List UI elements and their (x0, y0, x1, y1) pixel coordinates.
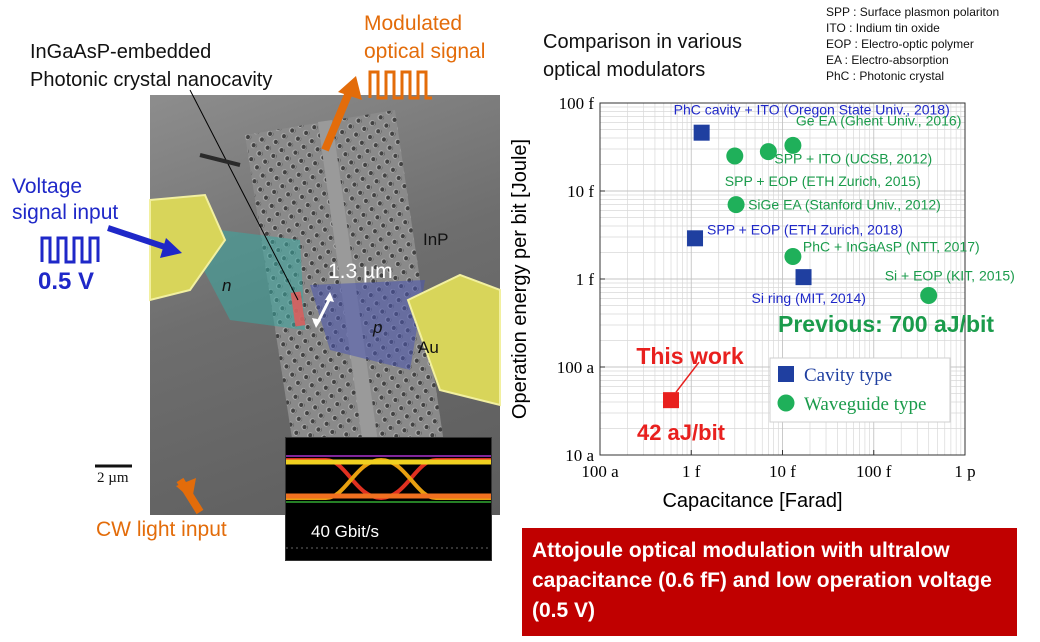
waveguide-marker (784, 248, 802, 266)
au-label: Au (418, 338, 439, 357)
eye-rate-label: 40 Gbit/s (311, 522, 380, 541)
point-label: PhC + InGaAsP (NTT, 2017) (803, 239, 980, 255)
x-tick-label: 100 a (581, 462, 619, 481)
voltage-line2: signal input (12, 201, 119, 224)
modulated-arrow (321, 88, 354, 152)
cavity-marker (687, 230, 704, 247)
summary-banner: Attojoule optical modulation with ultral… (522, 528, 1017, 636)
modulated-pulse-icon (368, 70, 432, 100)
abbr-item: EA : Electro-absorption (826, 53, 949, 67)
x-tick-label: 1 f (682, 462, 701, 481)
abbreviation-list: SPP : Surface plasmon polariton ITO : In… (826, 4, 999, 84)
inp-label: InP (423, 230, 449, 249)
waveguide-marker (726, 147, 744, 165)
y-tick-label: 100 a (557, 358, 595, 377)
length-arrow (316, 297, 332, 323)
device-title-line2: Photonic crystal nanocavity (30, 69, 273, 91)
title-pointer (189, 89, 299, 301)
previous-label: Previous: 700 aJ/bit (778, 311, 994, 337)
legend-box (769, 357, 951, 423)
abbr-item: ITO : Indium tin oxide (826, 21, 940, 35)
n-label: n (222, 276, 232, 295)
voltage-label: Voltage signal input (12, 174, 118, 226)
x-axis-label: Capacitance [Farad] (662, 490, 842, 512)
waveguide-marker (759, 143, 777, 161)
modulated-line1: Modulated (364, 12, 463, 35)
device-title: InGaAsP-embedded Photonic crystal nanoca… (30, 38, 272, 94)
x-tick-label: 1 p (954, 462, 975, 481)
y-tick-label: 1 f (576, 270, 595, 289)
abbr-item: EOP : Electro-optic polymer (826, 37, 974, 51)
abbr-item: PhC : Photonic crystal (826, 69, 945, 83)
cavity-marker (795, 269, 812, 286)
legend-cavity-marker (778, 366, 794, 382)
p-label: p (373, 318, 383, 337)
x-tick-label: 100 f (856, 462, 892, 481)
point-label: SPP + EOP (ETH Zurich, 2018) (707, 221, 903, 237)
modulated-line2: optical signal (364, 40, 486, 63)
length-label: 1.3 µm (328, 260, 393, 283)
chart-title: Comparison in various optical modulators (543, 31, 742, 81)
p-region (310, 280, 425, 370)
point-label: Si + EOP (KIT, 2015) (885, 267, 1015, 283)
device-title-line1: InGaAsP-embedded (30, 41, 212, 63)
this-work-pointer (675, 361, 700, 393)
y-tick-label: 10 f (567, 182, 594, 201)
nanocavity (290, 291, 306, 327)
eye-diagram-traces (286, 455, 491, 549)
point-label: PhC cavity + ITO (Oregon State Univ., 20… (674, 102, 950, 118)
this-work-marker (663, 392, 680, 409)
abbr-item: SPP : Surface plasmon polariton (826, 5, 1000, 19)
cavity-marker (693, 124, 710, 141)
cw-label: CW light input (96, 518, 227, 541)
voltage-value: 0.5 V (38, 268, 95, 295)
legend-waveguide-marker (777, 394, 795, 412)
voltage-arrow (107, 225, 169, 251)
point-label: SPP + EOP (ETH Zurich, 2015) (725, 173, 921, 189)
waveguide-marker (784, 136, 802, 154)
eye-diagram: 40 Gbit/s (285, 437, 492, 561)
modulated-label: Modulated optical signal (364, 10, 485, 66)
point-label: SPP + ITO (UCSB, 2012) (774, 151, 932, 167)
point-label: Si ring (MIT, 2014) (752, 290, 866, 306)
point-label: SiGe EA (Stanford Univ., 2012) (748, 197, 941, 213)
legend-label: Waveguide type (804, 394, 926, 415)
y-tick-label: 10 a (565, 446, 594, 465)
au-pad-right (406, 273, 501, 407)
voltage-pulse-icon (40, 236, 100, 264)
y-axis-label: Operation energy per bit [Joule] (509, 139, 531, 419)
point-label: Ge EA (Ghent Univ., 2016) (796, 112, 962, 128)
voltage-line1: Voltage (12, 175, 83, 198)
this-work-value-label: 42 aJ/bit (637, 420, 726, 445)
waveguide-marker (920, 286, 938, 304)
y-tick-label: 100 f (559, 94, 595, 113)
x-tick-label: 10 f (769, 462, 796, 481)
legend-label: Cavity type (804, 365, 892, 386)
this-work-label: This work (636, 343, 744, 369)
scale-bar-label: 2 µm (97, 470, 129, 486)
waveguide-marker (727, 196, 745, 214)
au-pad-left (149, 193, 227, 302)
